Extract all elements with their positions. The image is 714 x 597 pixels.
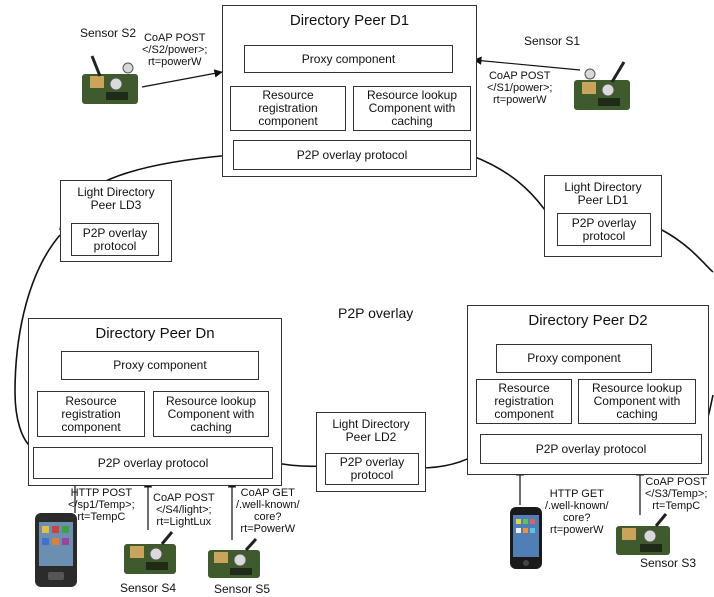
- sensor-s4-label: Sensor S4: [120, 581, 177, 595]
- message-http-post-dn: HTTP POST </sp1/Temp>; rt=TempC: [68, 487, 135, 523]
- ld2-p2p-protocol: P2P overlay protocol: [325, 453, 419, 485]
- sensor-s5-label: Sensor S5: [214, 582, 271, 596]
- sensor-s1-label: Sensor S1: [524, 34, 581, 48]
- light-directory-peer-ld1: Light Directory Peer LD1 P2P overlay pro…: [544, 175, 662, 257]
- message-s5: CoAP GET /.well-known/ core? rt=PowerW: [236, 487, 300, 535]
- overlay-ring-d1-ld1: [469, 154, 546, 211]
- sensor-s3-icon: [616, 513, 670, 555]
- d1-title: Directory Peer D1: [289, 12, 410, 29]
- message-s4: CoAP POST </S4/light>; rt=LightLux: [153, 492, 215, 528]
- dn-proxy-component: Proxy component: [61, 351, 259, 380]
- light-directory-peer-ld2: Light Directory Peer LD2 P2P overlay pro…: [316, 412, 426, 492]
- ld1-p2p-protocol: P2P overlay protocol: [557, 213, 651, 246]
- message-http-get-d2: HTTP GET /.well-known/ core? rt=powerW: [545, 488, 609, 536]
- d2-lookup-component: Resource lookup Component with caching: [578, 379, 696, 424]
- d2-p2p-protocol: P2P overlay protocol: [480, 434, 702, 464]
- light-directory-peer-ld3: Light Directory Peer LD3 P2P overlay pro…: [60, 180, 172, 262]
- ld3-title: Light Directory Peer LD3: [77, 185, 155, 212]
- smartphone-icon-dn: [35, 513, 77, 587]
- dn-registration-component: Resource registration component: [37, 391, 145, 437]
- ld3-p2p-protocol: P2P overlay protocol: [71, 223, 159, 256]
- sensor-s4-icon: [124, 531, 176, 574]
- message-s1: CoAP POST </S1/power>; rt=powerW: [487, 70, 553, 106]
- sensor-s5-icon: [208, 538, 260, 578]
- overlay-label: P2P overlay: [338, 305, 414, 321]
- ld1-title: Light Directory Peer LD1: [564, 180, 642, 207]
- sensor-s1-icon: [574, 61, 630, 110]
- message-s2: CoAP POST </S2/power>; rt=powerW: [142, 32, 208, 68]
- dn-title: Directory Peer Dn: [95, 325, 215, 342]
- overlay-ring-ld3-dn: [14, 234, 61, 449]
- d1-registration-component: Resource registration component: [230, 86, 346, 131]
- d1-p2p-protocol: P2P overlay protocol: [233, 140, 471, 170]
- arrow-s1-to-d1: [473, 56, 581, 71]
- dn-p2p-protocol: P2P overlay protocol: [33, 447, 273, 479]
- sensor-s2-icon: [82, 55, 138, 104]
- directory-peer-dn: Directory Peer Dn Proxy component Resour…: [28, 318, 282, 486]
- directory-peer-d2: Directory Peer D2 Proxy component Resour…: [467, 305, 709, 475]
- overlay-ring-ld1-d2: [661, 229, 714, 273]
- d2-title: Directory Peer D2: [528, 312, 648, 329]
- d1-proxy-component: Proxy component: [244, 45, 453, 73]
- d2-proxy-component: Proxy component: [496, 344, 652, 373]
- sensor-s3-label: Sensor S3: [640, 556, 697, 570]
- ld2-title: Light Directory Peer LD2: [332, 417, 410, 444]
- arrow-s2-to-d1: [141, 69, 223, 88]
- message-s3: CoAP POST </S3/Temp>; rt=TempC: [645, 476, 708, 512]
- directory-peer-d1: Directory Peer D1 Proxy component Resour…: [222, 5, 477, 177]
- dn-lookup-component: Resource lookup Component with caching: [153, 391, 269, 437]
- d2-registration-component: Resource registration component: [476, 379, 572, 424]
- smartphone-icon-d2: [510, 507, 542, 569]
- sensor-s2-label: Sensor S2: [80, 26, 137, 40]
- d1-lookup-component: Resource lookup Component with caching: [353, 86, 471, 131]
